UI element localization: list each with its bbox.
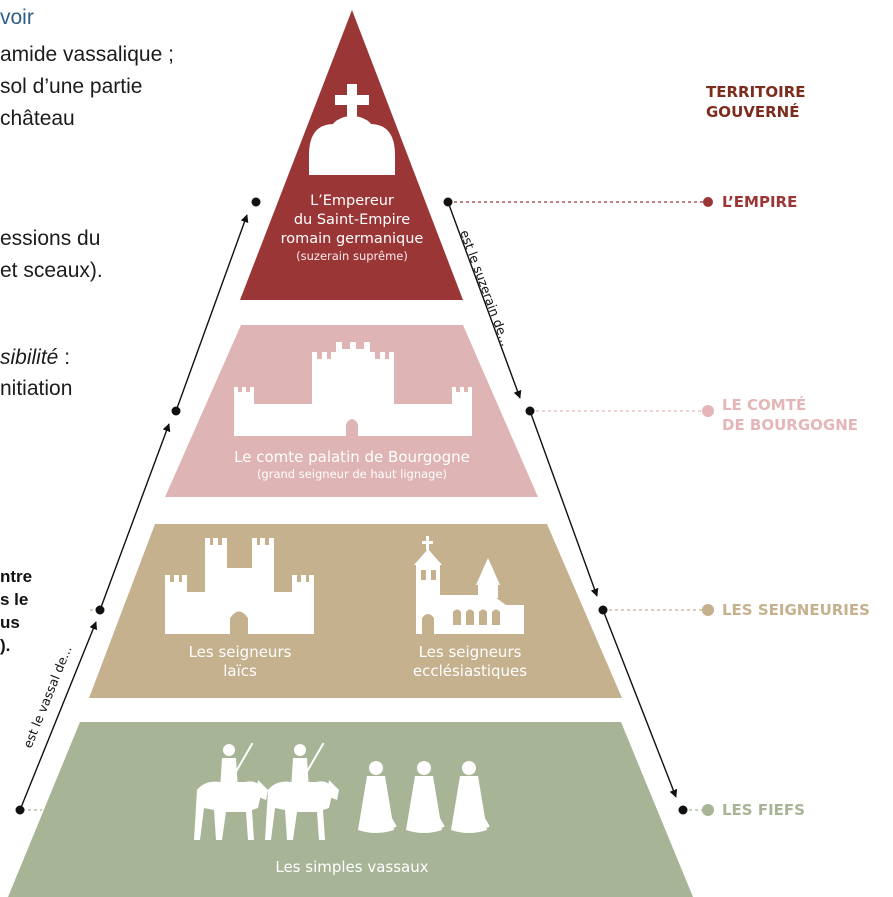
foot-soldier-3 bbox=[451, 761, 490, 833]
territory-header-line1: TERRITOIRE bbox=[706, 83, 806, 101]
territory-label-comte-line1: LE COMTÉ bbox=[722, 396, 807, 414]
vassals-title: Les simples vassaux bbox=[275, 858, 429, 876]
seigneurs-ecclesiastiques-line1: Les seigneurs bbox=[418, 643, 522, 661]
territory-dot-fiefs bbox=[702, 804, 714, 816]
horseman-2 bbox=[265, 742, 339, 840]
bold-line: us bbox=[0, 613, 20, 632]
territory-dot-seigneuries bbox=[702, 604, 714, 616]
foot-soldier-1 bbox=[358, 761, 397, 833]
comte-subtitle: (grand seigneur de haut lignage) bbox=[256, 467, 448, 481]
paragraph-line: sol d’une partie bbox=[0, 75, 143, 98]
comte-title: Le comte palatin de Bourgogne bbox=[234, 448, 470, 466]
bold-line: ). bbox=[0, 636, 11, 655]
crown-cross-icon bbox=[309, 84, 395, 175]
emperor-title-line1: L’Empereur bbox=[310, 193, 394, 209]
paragraph-line: essions du bbox=[0, 227, 101, 250]
seigneurs-ecclesiastiques-line2: ecclésiastiques bbox=[412, 662, 528, 680]
territory-connectors bbox=[16, 197, 714, 816]
territory-label-comte-line2: DE BOURGOGNE bbox=[722, 416, 859, 434]
tier-seigneurs-laics-label: Les seigneurs laïcs bbox=[160, 643, 320, 681]
tier-seigneurs-ecclesiastiques-label: Les seigneurs ecclésiastiques bbox=[390, 643, 550, 681]
emperor-title-line2: du Saint-Empire bbox=[293, 212, 411, 228]
foot-soldier-2 bbox=[406, 761, 445, 833]
castle-icon bbox=[165, 538, 314, 634]
horseman-1 bbox=[194, 742, 268, 840]
suzerain-arrows bbox=[447, 201, 678, 798]
paragraph-line: château bbox=[0, 107, 75, 130]
territory-label-empire: L’EMPIRE bbox=[722, 193, 798, 211]
castle-door bbox=[230, 611, 248, 634]
vassal-arrows bbox=[19, 214, 249, 811]
suzerain-arrow-label: est le suzerain de... bbox=[457, 228, 513, 348]
territory-dot-comte bbox=[702, 405, 714, 417]
italic-term: sibilité bbox=[0, 346, 59, 369]
seigneurs-laics-line1: Les seigneurs bbox=[188, 643, 292, 661]
emperor-title-line3: romain germanique bbox=[280, 231, 424, 247]
tier-comte-label: Le comte palatin de Bourgogne (grand sei… bbox=[190, 448, 514, 481]
bold-line: s le bbox=[0, 590, 29, 609]
territory-header: TERRITOIRE GOUVERNÉ bbox=[706, 82, 806, 122]
territory-label-comte: LE COMTÉ DE BOURGOGNE bbox=[722, 395, 858, 435]
territory-dot-empire bbox=[703, 197, 713, 207]
church-windows bbox=[421, 570, 500, 634]
italic-term-suffix: : bbox=[58, 346, 71, 369]
palace-door bbox=[346, 419, 358, 436]
tier-vassals-shape bbox=[8, 722, 693, 897]
section-heading-fragment: voir bbox=[0, 6, 34, 29]
tier-emperor-label: L’Empereur du Saint-Empire romain german… bbox=[250, 192, 454, 263]
territory-label-seigneuries: LES SEIGNEURIES bbox=[722, 601, 870, 619]
bold-line: ntre bbox=[0, 567, 33, 586]
territory-header-line2: GOUVERNÉ bbox=[706, 103, 800, 121]
arrow-nodes bbox=[15, 197, 688, 815]
paragraph-line: nitiation bbox=[0, 377, 73, 400]
knights-icon bbox=[194, 742, 490, 840]
tier-vassals-label: Les simples vassaux bbox=[230, 858, 474, 877]
paragraph-line-italic: sibilité : bbox=[0, 347, 70, 368]
territory-label-fiefs: LES FIEFS bbox=[722, 801, 805, 819]
paragraph-line: amide vassalique ; bbox=[0, 43, 174, 66]
seigneurs-laics-line2: laïcs bbox=[223, 662, 257, 680]
paragraph-line: et sceaux). bbox=[0, 259, 103, 282]
emperor-subtitle: (suzerain suprême) bbox=[296, 249, 408, 263]
